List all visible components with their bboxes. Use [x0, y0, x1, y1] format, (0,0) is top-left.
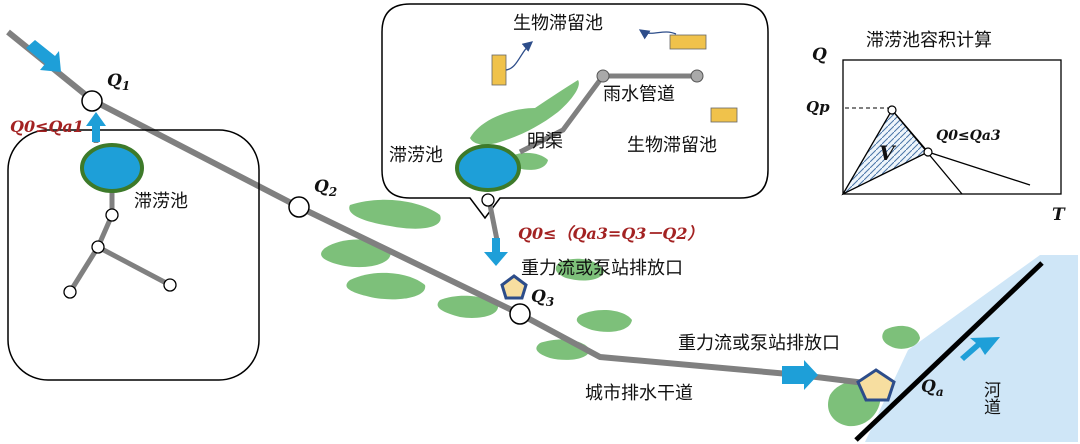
main-drain-label: 城市排水干道	[585, 383, 693, 404]
chart-peak-label: Qp	[806, 98, 830, 116]
chart-volume-label: V	[879, 141, 897, 165]
q1-label: Q1	[107, 71, 130, 93]
chart-title: 滞涝池容积计算	[866, 30, 992, 51]
pond-outlet-node	[481, 193, 495, 207]
callout-detention-pond	[455, 144, 521, 192]
river-bank-line	[854, 261, 1044, 442]
callout-node-1	[596, 69, 610, 83]
chart-cond-label: Q0≤Qa3	[936, 128, 1001, 144]
main-drain-pipe	[6, 29, 801, 378]
inflow-arrow-icon	[26, 40, 61, 72]
chart-x-axis-label: T	[1052, 205, 1066, 225]
bio-pond-left	[491, 54, 507, 86]
callout-channel	[518, 74, 606, 155]
chart-outflow-line	[927, 151, 1031, 186]
callout-pond-label: 滞涝池	[389, 145, 443, 166]
left-condition: Q0≤Qa1	[10, 117, 84, 136]
bio-arrow-left	[505, 41, 533, 71]
outlet-2-label: 重力流或泵站排放口	[678, 333, 840, 354]
chart-frame	[842, 59, 1062, 195]
node-q2	[288, 196, 310, 218]
callout-bio-right-label: 生物滞留池	[627, 135, 717, 156]
node-q1	[81, 90, 103, 112]
left-pond-label: 滞涝池	[134, 191, 188, 212]
outlet-1-label: 重力流或泵站排放口	[521, 258, 683, 279]
chart-cond-point	[923, 147, 933, 157]
chart-peak-point	[887, 105, 897, 115]
node-q3	[509, 303, 531, 325]
left-detention-pond	[80, 143, 144, 193]
river-label: 河道	[980, 381, 1001, 415]
callout-rain-pipe-label: 雨水管道	[603, 84, 675, 105]
qa-label: Qa	[921, 377, 944, 399]
bio-pond-right	[710, 107, 738, 123]
q3-label: Q3	[531, 287, 554, 309]
volume-chart: 滞涝池容积计算 Q T Qp V Q0≤Qa3	[806, 30, 1066, 225]
outlet-2-pentagon	[856, 368, 896, 402]
callout-node-2	[690, 69, 704, 83]
q2-label: Q2	[314, 177, 337, 199]
mid-condition: Q0≤（Qa3=Q3－Q2）	[518, 224, 703, 243]
bio-pond-top	[669, 34, 707, 50]
callout-channel-label: 明渠	[527, 131, 563, 152]
bio-arrow-top	[638, 29, 677, 40]
chart-y-axis-label: Q	[812, 45, 827, 65]
mid-down-arrow-icon	[484, 238, 508, 266]
left-detail-box	[7, 129, 260, 381]
outlet-arrow-icon	[782, 360, 818, 390]
callout-bio-top-label: 生物滞留池	[513, 13, 603, 34]
outlet-1-pentagon	[500, 274, 528, 300]
left-network-nodes	[63, 208, 177, 299]
left-up-arrow-icon	[86, 112, 106, 142]
river-flow-arrow-icon	[960, 337, 1000, 361]
